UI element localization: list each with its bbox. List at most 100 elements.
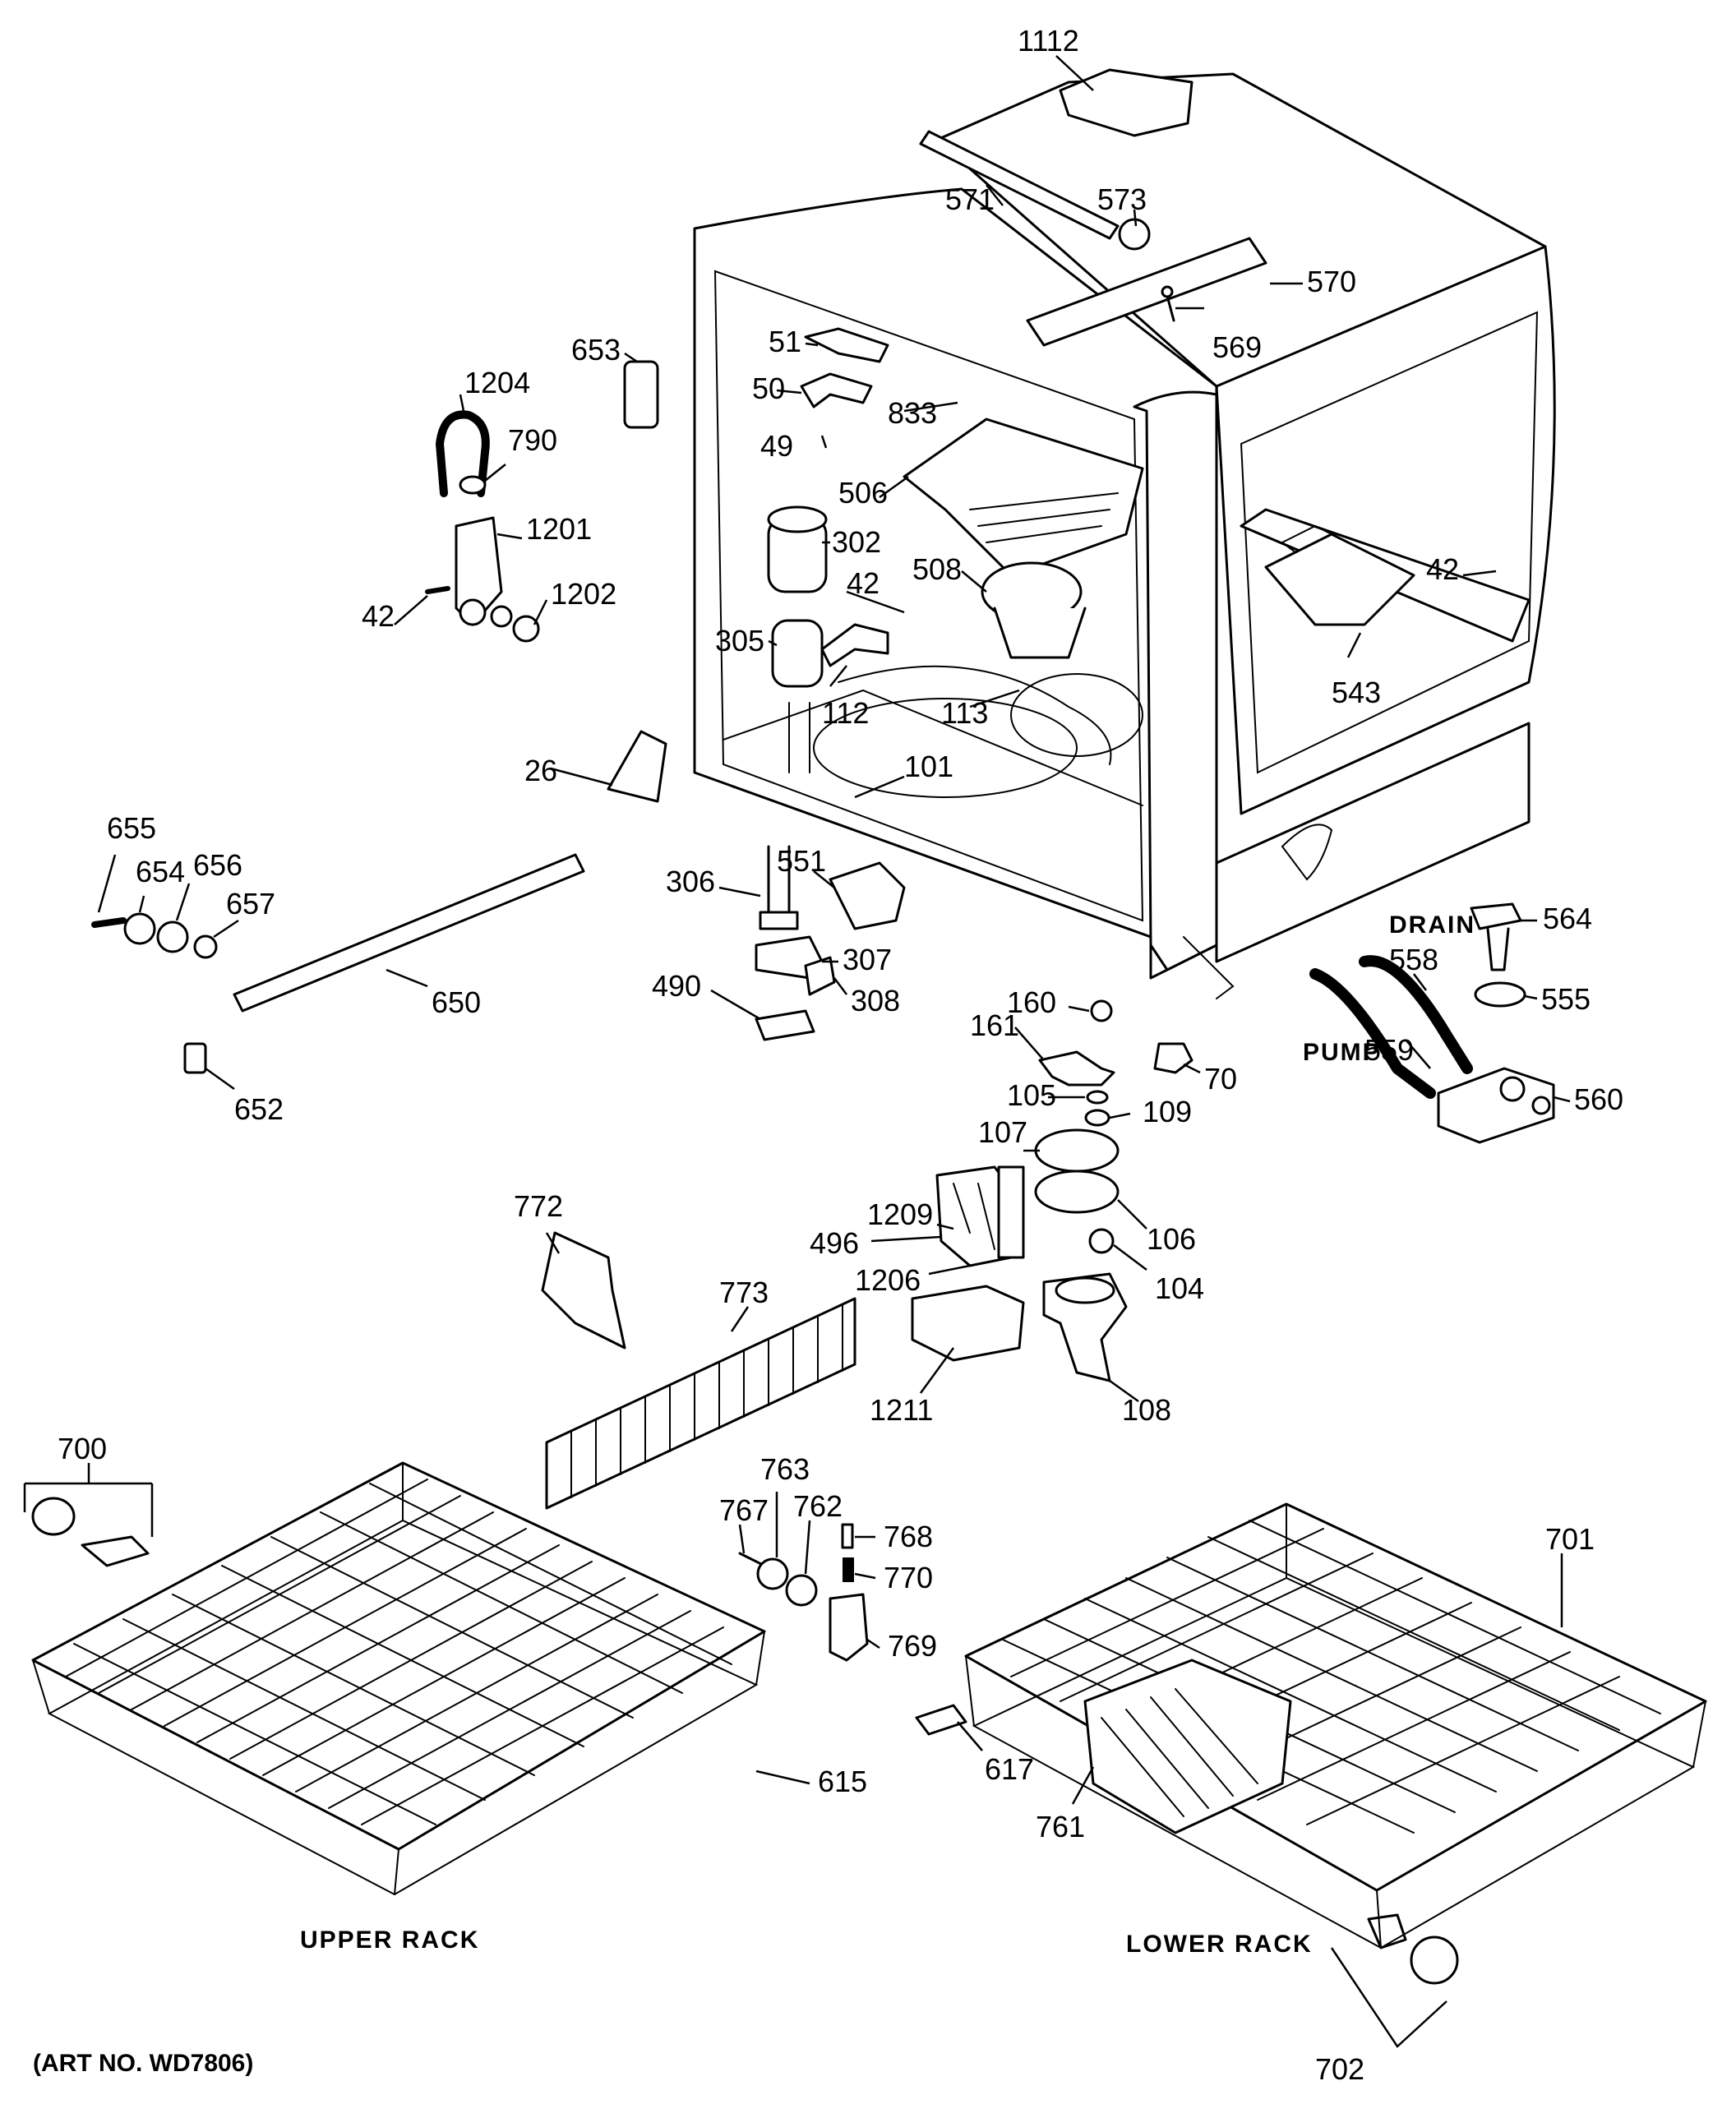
washer-656 (156, 920, 189, 953)
callout-769: 769 (888, 1629, 937, 1663)
callout-1201: 1201 (526, 512, 592, 546)
callout-653: 653 (571, 333, 621, 367)
callout-490: 490 (652, 969, 701, 1003)
thermostat-306 (767, 845, 791, 914)
screw-655 (91, 917, 127, 928)
hose-1204 (436, 410, 490, 497)
bracket-161 (1038, 1050, 1115, 1087)
callout-767: 767 (719, 1493, 769, 1527)
callout-617: 617 (985, 1752, 1034, 1786)
heating-element-101 (813, 698, 1078, 798)
pin-767 (738, 1552, 766, 1567)
callout-308: 308 (851, 984, 900, 1017)
callout-113: 113 (941, 696, 988, 730)
drain-label: DRAIN (1389, 911, 1475, 939)
callout-772: 772 (514, 1189, 563, 1223)
callout-564: 564 (1543, 902, 1592, 935)
callout-305: 305 (715, 624, 764, 658)
callout-573: 573 (1097, 182, 1147, 216)
impeller-564 (1470, 902, 1522, 930)
bracket-50 (800, 372, 873, 408)
art-number-label: (ART NO. WD7806) (33, 2050, 253, 2077)
callout-773: 773 (719, 1276, 769, 1309)
callout-105: 105 (1007, 1078, 1056, 1112)
callout-numbers: 1112 571 573 570 569 653 1204 790 1201 4… (58, 24, 1623, 2086)
foot-70 (1153, 1042, 1194, 1074)
nut-573 (1118, 218, 1151, 251)
callout-101: 101 (904, 750, 953, 783)
pin-768 (841, 1523, 854, 1549)
vent-valve-1201 (455, 516, 503, 626)
callout-51: 51 (769, 325, 801, 358)
callout-109: 109 (1143, 1095, 1192, 1128)
switch-490 (755, 1009, 815, 1041)
hinge-plate-51 (804, 327, 889, 363)
washer-109 (1084, 1109, 1110, 1127)
washer-762 (785, 1574, 818, 1607)
gasket-106 (1034, 1170, 1120, 1214)
washer-763 (756, 1557, 789, 1590)
center-parts (755, 845, 1194, 1382)
cap-160 (1090, 999, 1113, 1022)
callout-569: 569 (1212, 330, 1262, 364)
callout-160: 160 (1007, 985, 1056, 1019)
fill-funnel-543 (1264, 533, 1415, 626)
callout-655: 655 (107, 811, 156, 845)
wedge-26 (607, 730, 667, 803)
callout-656: 656 (193, 848, 242, 882)
hose-559 (1309, 968, 1436, 1099)
callout-570: 570 (1307, 265, 1356, 298)
knob-654 (123, 912, 156, 945)
callout-702: 702 (1315, 2052, 1364, 2086)
callout-112: 112 (822, 696, 869, 730)
grommet-1202 (512, 615, 540, 643)
callout-768: 768 (884, 1520, 933, 1553)
upper-rack-615 (31, 1461, 766, 1896)
callout-761: 761 (1036, 1810, 1085, 1843)
tub-right-side (1215, 245, 1556, 815)
detergent-dispenser-506 (903, 418, 1144, 577)
latch-769 (829, 1593, 869, 1662)
screw-42a (425, 586, 450, 594)
callout-306: 306 (666, 865, 715, 898)
top-insulation-panel-1112 (1059, 68, 1194, 137)
clip-617 (915, 1704, 967, 1736)
left-parts (91, 360, 667, 1074)
callout-50: 50 (752, 371, 785, 405)
washer-657 (193, 934, 218, 959)
callout-654: 654 (136, 855, 185, 888)
callout-615: 615 (818, 1765, 867, 1798)
callout-763: 763 (760, 1452, 810, 1486)
lower-rack-701 (964, 1502, 1707, 1949)
callout-108: 108 (1122, 1393, 1171, 1427)
callout-571: 571 (945, 182, 995, 216)
float-305 (771, 619, 824, 688)
text-labels: DRAIN PUMP UPPER RACK LOWER RACK (ART NO… (33, 911, 1475, 2077)
callout-506: 506 (838, 476, 888, 510)
bracket-1209 (997, 1165, 1025, 1259)
callout-701: 701 (1545, 1522, 1595, 1556)
callout-107: 107 (978, 1115, 1027, 1149)
callout-551: 551 (777, 844, 826, 878)
tub-base (1215, 722, 1531, 963)
callout-559: 559 (1364, 1033, 1414, 1067)
rack-parts (31, 1231, 1459, 1985)
callout-657: 657 (226, 887, 275, 920)
callout-302: 302 (832, 525, 881, 559)
callout-1209: 1209 (867, 1197, 933, 1231)
callout-555: 555 (1541, 982, 1591, 1016)
callout-543: 543 (1332, 676, 1381, 709)
callout-1202: 1202 (551, 577, 616, 611)
bracket-308 (804, 956, 836, 996)
callout-161: 161 (970, 1008, 1019, 1042)
callout-700: 700 (58, 1432, 107, 1465)
callout-1112: 1112 (1018, 24, 1079, 58)
callout-307: 307 (843, 943, 892, 976)
callout-652: 652 (234, 1092, 284, 1126)
callout-70: 70 (1204, 1062, 1237, 1096)
callout-1204: 1204 (464, 366, 530, 399)
roller-702 (1367, 1913, 1407, 1949)
bracket-112 (820, 623, 889, 667)
callout-560: 560 (1574, 1082, 1623, 1116)
